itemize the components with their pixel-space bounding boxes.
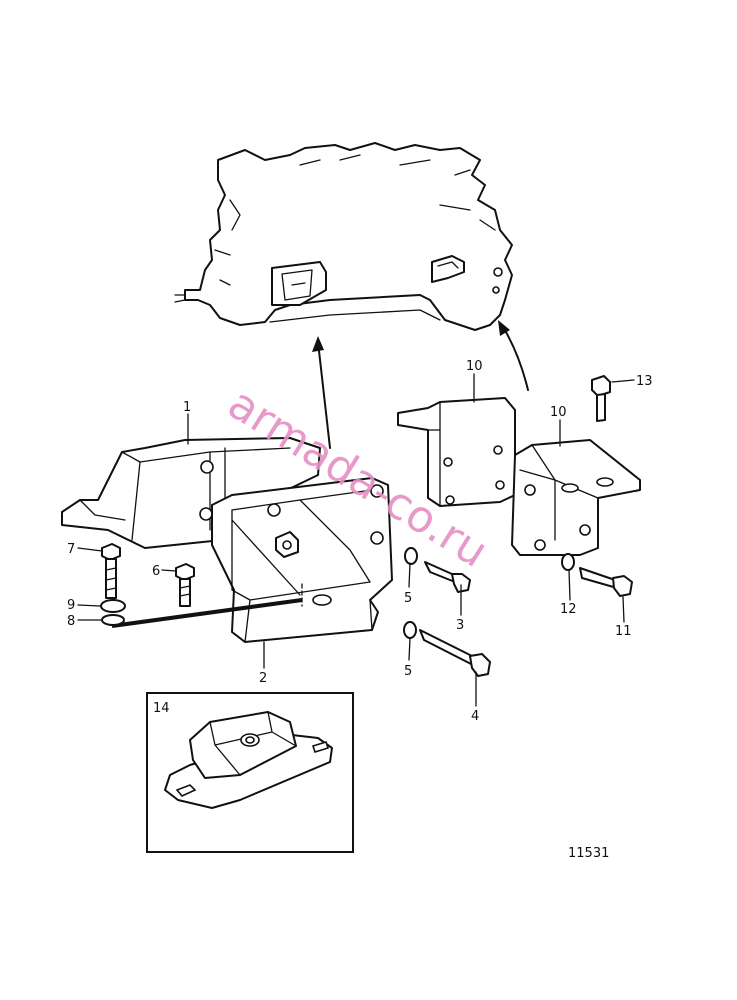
- callout-6: 6: [152, 564, 160, 579]
- callout-12: 12: [560, 602, 577, 617]
- callout-4: 4: [471, 709, 479, 724]
- arrow-head-left: [312, 336, 324, 352]
- arrow-head-right: [498, 320, 510, 336]
- callout-7: 7: [67, 542, 75, 557]
- nut-part-9: [100, 599, 126, 613]
- engine-outline: [174, 142, 513, 331]
- callout-11: 11: [615, 624, 632, 639]
- bolt-part-3: [424, 561, 471, 593]
- assembly-arrows: [312, 320, 529, 449]
- washer-part-12: [561, 553, 575, 571]
- callout-5-lower: 5: [404, 664, 412, 679]
- bolt-part-4: [419, 629, 491, 677]
- bolt-part-13: [591, 375, 611, 422]
- detail-box-14: 14: [146, 692, 354, 853]
- callout-1: 1: [183, 400, 191, 415]
- bolt-part-6: [175, 563, 195, 607]
- callout-2: 2: [259, 671, 267, 686]
- callout-9: 9: [67, 598, 75, 613]
- washer-part-5-upper: [404, 547, 418, 565]
- callout-10-right: 10: [550, 405, 567, 420]
- washer-part-8: [101, 614, 125, 626]
- bolt-part-7: [101, 543, 121, 599]
- bracket-part-2: [111, 477, 393, 643]
- callout-13: 13: [636, 374, 653, 389]
- leader-lines: [77, 373, 635, 707]
- washer-part-5-lower: [403, 621, 417, 639]
- callout-8: 8: [67, 614, 75, 629]
- bracket-part-10-right: [511, 439, 641, 556]
- callout-5-upper: 5: [404, 591, 412, 606]
- bracket-part-1: [61, 437, 321, 549]
- bolt-part-11: [579, 567, 633, 597]
- callout-3: 3: [456, 618, 464, 633]
- callout-14: 14: [153, 701, 170, 716]
- callout-10-left: 10: [466, 359, 483, 374]
- figure-number: 11531: [568, 846, 609, 861]
- plate-part-10-left: [397, 397, 516, 507]
- rubber-mount-part-14: [164, 711, 333, 809]
